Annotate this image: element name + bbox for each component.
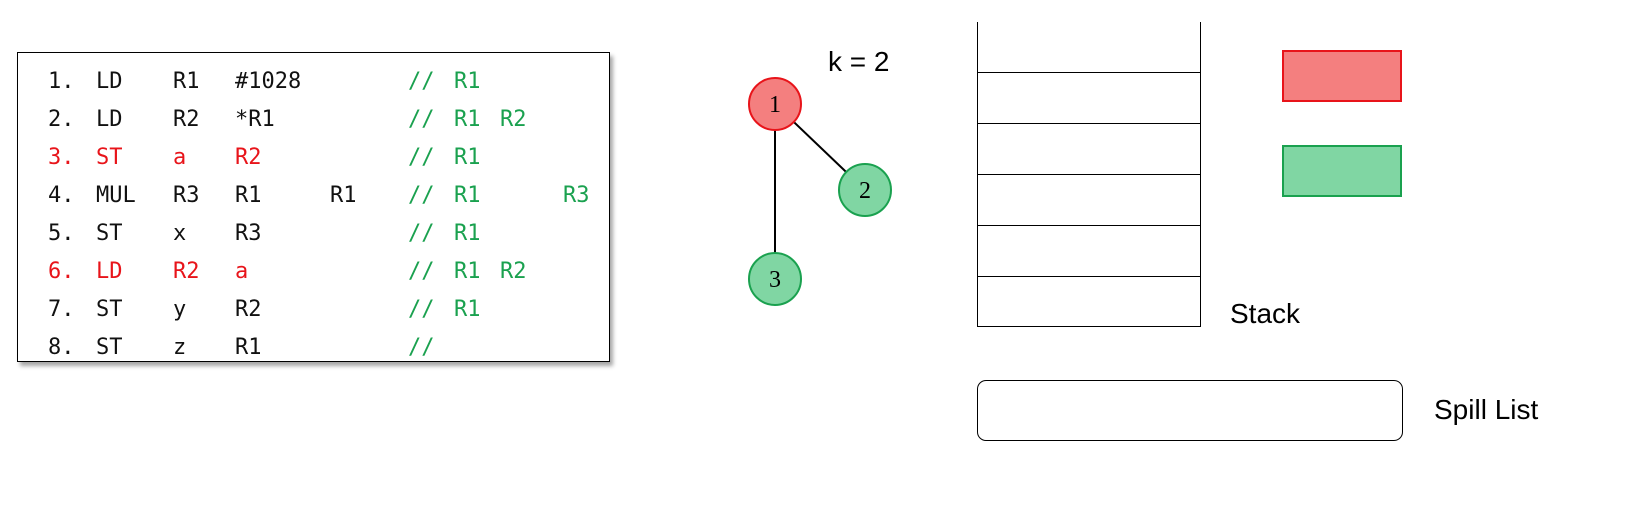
operand-2: R2: [235, 145, 262, 170]
operand-2: a: [235, 259, 249, 284]
live-var-1: R1: [454, 297, 481, 322]
stack-slot-divider: [978, 276, 1200, 277]
line-number: 2.: [48, 107, 75, 132]
node-circle: [748, 252, 802, 306]
operand-2: R1: [235, 183, 262, 208]
operand-1: a: [173, 145, 187, 170]
node-label: 2: [859, 178, 871, 204]
live-var-1: R1: [454, 145, 481, 170]
node-circle: [838, 163, 892, 217]
line-number: 4.: [48, 183, 75, 208]
opcode: LD: [96, 69, 123, 94]
comment-marker: //: [408, 297, 435, 322]
opcode: ST: [96, 297, 123, 322]
line-number: 3.: [48, 145, 75, 170]
comment-marker: //: [408, 221, 435, 246]
node-circle: [748, 77, 802, 131]
graph-node-2: 2: [838, 163, 892, 217]
k-label: k = 2: [828, 46, 890, 77]
line-number: 6.: [48, 259, 75, 284]
operand-1: R1: [173, 69, 200, 94]
line-number: 7.: [48, 297, 75, 322]
operand-1: y: [173, 297, 187, 322]
operand-3: R1: [330, 183, 357, 208]
operand-1: z: [173, 335, 187, 360]
live-var-2: R2: [500, 259, 527, 284]
line-number: 8.: [48, 335, 75, 360]
operand-2: #1028: [235, 69, 302, 94]
operand-1: R2: [173, 259, 200, 284]
opcode: ST: [96, 145, 123, 170]
operand-1: x: [173, 221, 187, 246]
opcode: LD: [96, 259, 123, 284]
red-color-swatch: [1282, 50, 1402, 102]
stack: [977, 22, 1201, 327]
live-var-1: R1: [454, 69, 481, 94]
live-var-1: R1: [454, 107, 481, 132]
live-var-1: R1: [454, 259, 481, 284]
operand-2: *R1: [235, 107, 275, 132]
live-var-3: R3: [563, 183, 590, 208]
opcode: MUL: [96, 183, 136, 208]
comment-marker: //: [408, 69, 435, 94]
spill-list-box: [977, 380, 1403, 441]
live-var-2: R2: [500, 107, 527, 132]
opcode: LD: [96, 107, 123, 132]
stack-slot-divider: [978, 72, 1200, 73]
node-label: 3: [769, 267, 781, 293]
operand-1: R2: [173, 107, 200, 132]
operand-2: R1: [235, 335, 262, 360]
spill-list-label: Spill List: [1434, 394, 1539, 425]
comment-marker: //: [408, 107, 435, 132]
stack-label: Stack: [1230, 298, 1301, 329]
graph-node-1: 1: [748, 77, 802, 131]
comment-marker: //: [408, 183, 435, 208]
live-var-1: R1: [454, 221, 481, 246]
stack-slot-divider: [978, 174, 1200, 175]
node-label: 1: [769, 92, 781, 118]
opcode: ST: [96, 221, 123, 246]
comment-marker: //: [408, 145, 435, 170]
operand-2: R2: [235, 297, 262, 322]
comment-marker: //: [408, 335, 435, 360]
comment-marker: //: [408, 259, 435, 284]
stack-slot-divider: [978, 225, 1200, 226]
operand-2: R3: [235, 221, 262, 246]
line-number: 5.: [48, 221, 75, 246]
operand-1: R3: [173, 183, 200, 208]
interference-graph: 1 2 3: [748, 77, 892, 306]
live-var-1: R1: [454, 183, 481, 208]
line-number: 1.: [48, 69, 75, 94]
graph-node-3: 3: [748, 252, 802, 306]
green-color-swatch: [1282, 145, 1402, 197]
stack-slot-divider: [978, 123, 1200, 124]
opcode: ST: [96, 335, 123, 360]
